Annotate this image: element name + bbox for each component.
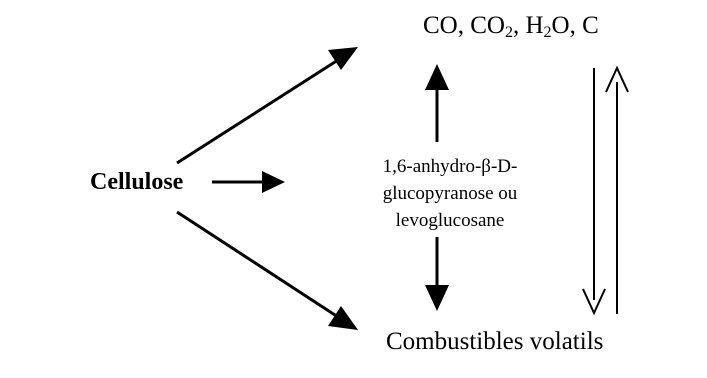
arrow-levoglucosane-to-volatiles	[425, 237, 449, 311]
arrow-gases-to-volatiles	[582, 68, 606, 316]
c-text: C	[582, 12, 599, 39]
arrow-volatiles-to-gases	[605, 65, 629, 314]
arrow-levoglucosane-to-gases	[425, 64, 449, 142]
intermediate-line-3: levoglucosane	[395, 210, 505, 231]
co2-text: CO	[470, 12, 505, 39]
arrow-cellulose-to-gases	[176, 47, 358, 165]
intermediate-line-1: 1,6-anhydro-β-D-	[382, 156, 518, 177]
arrow-cellulose-to-volatiles	[176, 210, 358, 330]
separator-1: ,	[457, 12, 471, 39]
h2o-o-text: O	[551, 12, 570, 39]
intermediate-line-2: glucopyranose ou	[382, 183, 518, 204]
h2o-subscript: 2	[543, 24, 552, 41]
arrow-cellulose-to-levoglucosane	[212, 171, 285, 193]
separator-3: ,	[569, 12, 583, 39]
levoglucosane-label: 1,6-anhydro-β-D- glucopyranose ou levogl…	[330, 153, 570, 234]
co2-subscript: 2	[504, 24, 513, 41]
co-text: CO	[423, 12, 458, 39]
cellulose-label: Cellulose	[90, 169, 184, 195]
separator-2: ,	[512, 12, 526, 39]
h2o-h-text: H	[525, 12, 544, 39]
volatile-fuels-label: Combustibles volatils	[386, 328, 604, 355]
gas-products-label: CO, CO2, H2O, C	[423, 12, 599, 41]
